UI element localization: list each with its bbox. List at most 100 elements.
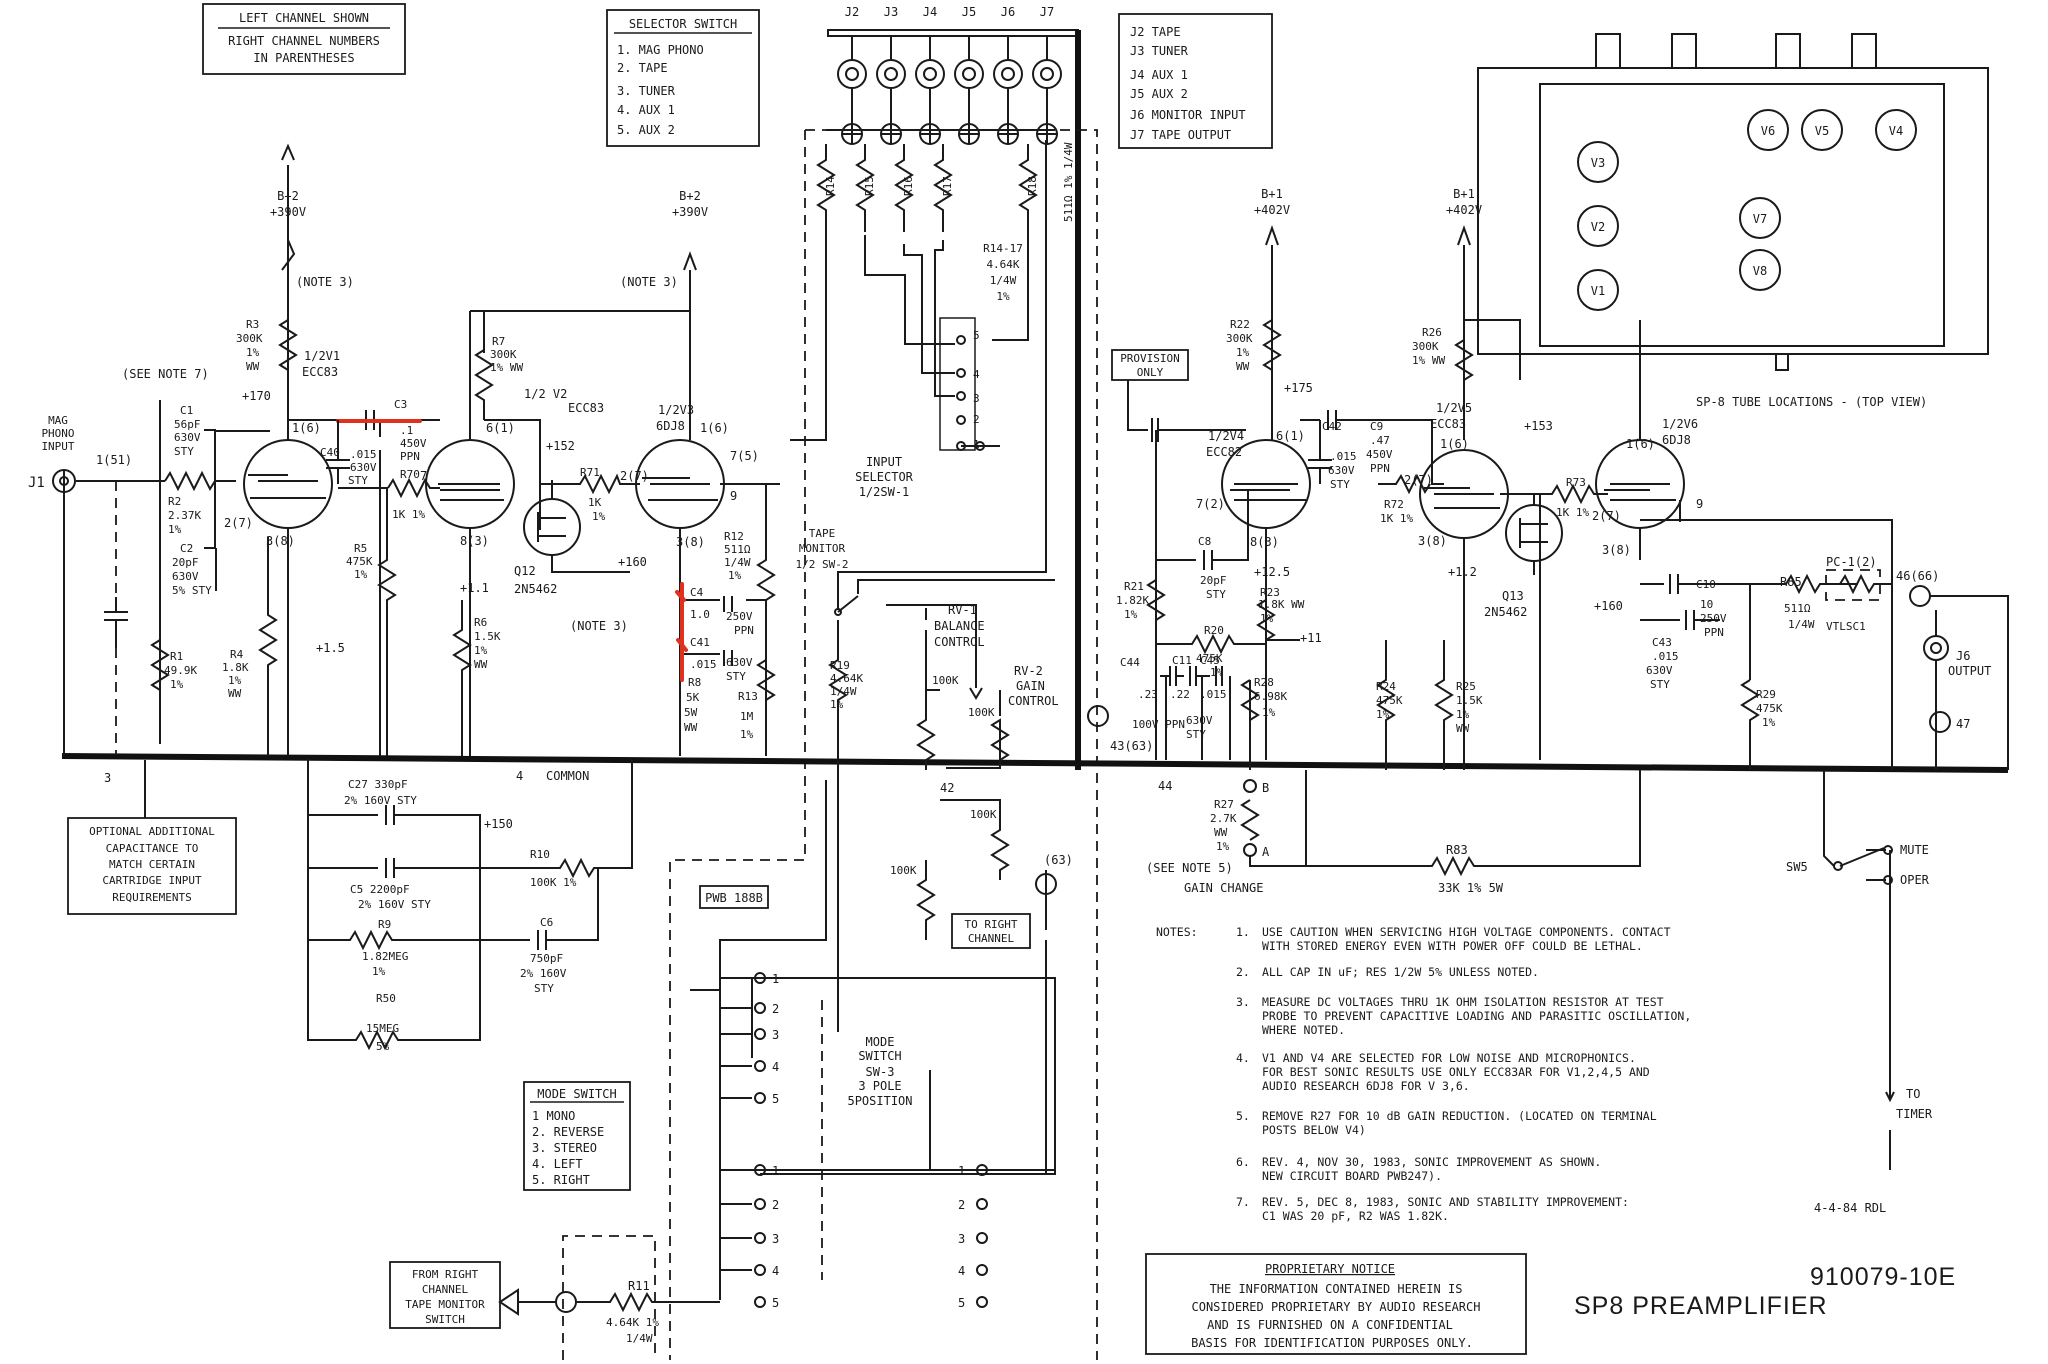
c43-voltage: 630V: [1646, 664, 1673, 677]
c6-value: 750pF: [530, 952, 563, 965]
r24-value: 475K: [1376, 694, 1403, 707]
jack-terminal-cross: [881, 124, 901, 144]
provision-line: PROVISION: [1120, 352, 1180, 365]
input-selector-label: 1/2SW-1: [859, 485, 910, 499]
rv1-value-lower: 100K: [890, 864, 917, 877]
tube-label-v7: V7: [1753, 212, 1767, 226]
rv2-type: CONTROL: [1008, 694, 1059, 708]
mode-contact: [754, 1060, 766, 1072]
r1-resistor: [150, 639, 170, 691]
ladder-resistor: [855, 144, 875, 232]
r12-tol: 1%: [728, 569, 742, 582]
c5-value: 2% 160V STY: [358, 898, 431, 911]
sw5-label: SW5: [1786, 860, 1808, 874]
r9-tol: 1%: [372, 965, 386, 978]
r14-17-power: 1/4W: [990, 274, 1017, 287]
q13-part: 2N5462: [1484, 605, 1527, 619]
mode-item: 1 MONO: [532, 1109, 575, 1123]
ladder-resistor: [894, 144, 914, 232]
note-text: WHERE NOTED.: [1262, 1023, 1345, 1037]
ground-bus: [61, 753, 2009, 773]
r11-power: 1/4W: [626, 1332, 653, 1345]
r27-tol: 1%: [1216, 840, 1230, 853]
b1-voltage-2: +402V: [1446, 203, 1482, 217]
mode-contact: [754, 1232, 766, 1244]
c2-type: 5% STY: [172, 584, 212, 597]
jack-legend-item: J2 TAPE: [1130, 25, 1181, 39]
c2-label: C2: [180, 542, 193, 555]
jack-label-j3: J3: [884, 5, 898, 19]
left-channel-box: LEFT CHANNEL SHOWN RIGHT CHANNEL NUMBERS…: [202, 3, 406, 75]
r21-label: R21: [1124, 580, 1144, 593]
r25-type: WW: [1456, 722, 1470, 735]
c45-voltage: 630V: [1186, 714, 1213, 727]
v4-plate-voltage: +175: [1284, 381, 1313, 395]
selector-item: 5. AUX 2: [617, 123, 675, 137]
c42-voltage: 630V: [1328, 464, 1355, 477]
mode-contact: [754, 1296, 766, 1308]
from-right-line: TAPE MONITOR: [405, 1298, 485, 1311]
r11-value: 4.64K 1%: [606, 1316, 659, 1329]
c3-voltage: 450V: [400, 437, 427, 450]
output-mute-section: R83 33K 1% 5W SW5 MUTE OPER TO TIMER: [1306, 770, 1933, 1170]
r25-value: 1.5K: [1456, 694, 1483, 707]
r6-tol: 1%: [474, 644, 488, 657]
drawing-title: SP8 PREAMPLIFIER: [1574, 1292, 1828, 1320]
v6-pin-grid: 2(7): [1592, 509, 1621, 523]
mode-contact-label: 5: [772, 1296, 779, 1310]
v1-pin-grid: 2(7): [224, 516, 253, 530]
input-selector-switch: 5 4 3 2 1 INPUT SELECTOR 1/2SW-1: [790, 230, 1029, 499]
q12-label: Q12: [514, 564, 536, 578]
node-4: 4: [516, 769, 523, 783]
mode-switch-box-title: MODE SWITCH: [537, 1087, 616, 1101]
r18-label: R18: [1026, 176, 1039, 196]
r28-label: R28: [1254, 676, 1274, 689]
r27-value: 2.7K: [1210, 812, 1237, 825]
j6-label: J6: [1956, 649, 1970, 663]
c4-type: PPN: [734, 624, 754, 637]
rv1-type: CONTROL: [934, 635, 985, 649]
note-text: REMOVE R27 FOR 10 dB GAIN REDUCTION. (LO…: [1262, 1109, 1657, 1123]
see-note-7: (SEE NOTE 7): [122, 367, 209, 381]
c9-value: .47: [1370, 434, 1390, 447]
c42-label: C42: [1322, 420, 1342, 433]
mode-contact-right-label: 2: [958, 1198, 965, 1212]
pc1-part: VTLSC1: [1826, 620, 1866, 633]
jack-label-j5: J5: [962, 5, 976, 19]
see-note-5: (SEE NOTE 5): [1146, 861, 1233, 875]
r6-value: 1.5K: [474, 630, 501, 643]
v5-plate-voltage: +153: [1524, 419, 1553, 433]
v5-cathode-voltage: +1.2: [1448, 565, 1477, 579]
c3-value: .1: [400, 424, 413, 437]
v2-cathode-voltage: +1.1: [460, 581, 489, 595]
notes-section: NOTES: 1.USE CAUTION WHEN SERVICING HIGH…: [1156, 925, 1691, 1223]
note-text: USE CAUTION WHEN SERVICING HIGH VOLTAGE …: [1262, 925, 1671, 939]
v3-pin-plate: 1(6): [700, 421, 729, 435]
input-label: MAG: [48, 414, 68, 427]
r22-tol: 1%: [1236, 346, 1250, 359]
title-block: 4-4-84 RDL 910079-10E SP8 PREAMPLIFIER: [1574, 1201, 1955, 1320]
v4-pin-plate: 6(1): [1276, 429, 1305, 443]
v3-label: 1/2V3: [658, 403, 694, 417]
input-jack-center: [962, 67, 976, 81]
v2-b-voltage: +150: [484, 817, 513, 831]
r29-value: 475K: [1756, 702, 1783, 715]
r19-value: 4.64K: [830, 672, 863, 685]
jack-legend-box: J2 TAPE J3 TUNER J4 AUX 1 J5 AUX 2 J6 MO…: [1118, 13, 1273, 149]
mode-switch-label: SW-3: [866, 1065, 895, 1079]
mode-contact-right: [976, 1296, 988, 1308]
note-text: POSTS BELOW V4): [1262, 1123, 1366, 1137]
optional-line: MATCH CERTAIN: [109, 858, 195, 871]
note-text: MEASURE DC VOLTAGES THRU 1K OHM ISOLATIO…: [1262, 995, 1664, 1009]
v3-cathode-voltage: +160: [618, 555, 647, 569]
c6-type: STY: [534, 982, 554, 995]
c41-type: STY: [726, 670, 746, 683]
mode-item: 4. LEFT: [532, 1157, 583, 1171]
selector-item: 3. TUNER: [617, 84, 676, 98]
v5-type: ECC83: [1430, 417, 1466, 431]
c43-type: STY: [1650, 678, 1670, 691]
v4-type: ECC82: [1206, 445, 1242, 459]
mode-item: 2. REVERSE: [532, 1125, 604, 1139]
